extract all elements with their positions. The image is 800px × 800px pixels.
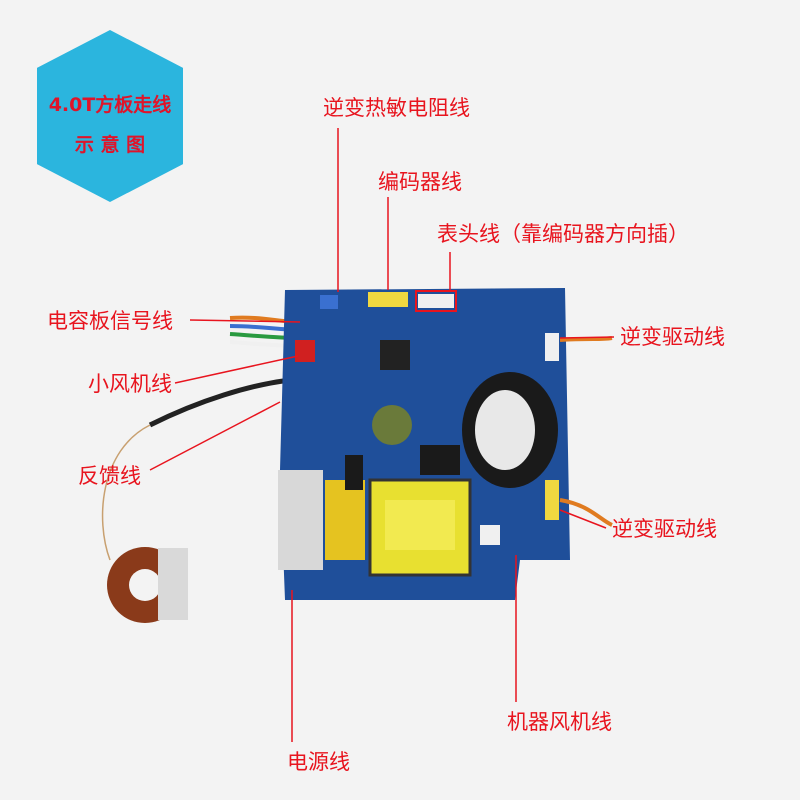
label-small-fan: 小风机线 [88, 372, 172, 396]
badge-subtitle: 示 意 图 [74, 134, 146, 156]
label-inverter-drive-1: 逆变驱动线 [620, 325, 725, 349]
label-machine-fan: 机器风机线 [507, 710, 612, 734]
encoder-connector [368, 292, 408, 307]
capacitor [372, 405, 412, 445]
callout-lines [149, 128, 615, 742]
label-meter: 表头线（靠编码器方向插） [437, 222, 689, 246]
label-capacitor-signal: 电容板信号线 [47, 309, 173, 333]
badge-title: 4.0T方板走线 [48, 94, 172, 116]
label-feedback: 反馈线 [78, 464, 141, 488]
label-power: 电源线 [287, 750, 350, 774]
title-badge [37, 30, 183, 202]
label-inverter-drive-2: 逆变驱动线 [612, 517, 717, 541]
label-inverter-thermistor: 逆变热敏电阻线 [323, 96, 470, 120]
meter-connector [418, 294, 454, 308]
label-encoder: 编码器线 [378, 170, 462, 194]
